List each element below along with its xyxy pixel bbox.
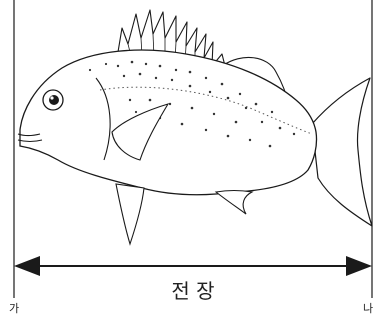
length-arrow-right-head (346, 256, 372, 276)
gill-cover (95, 77, 111, 161)
mouth (17, 133, 43, 143)
pelvic-fin (115, 183, 145, 246)
tail-fin (311, 77, 373, 227)
right-end-label: 나 (363, 302, 373, 315)
eye-highlight (50, 96, 54, 100)
body-spots (88, 60, 296, 148)
length-label: 전 장 (171, 279, 214, 303)
eye-pupil (49, 95, 59, 105)
fish-body (19, 49, 318, 196)
lateral-line (99, 86, 313, 135)
length-arrow-left-head (14, 256, 40, 276)
left-end-label: 가 (9, 302, 19, 315)
pectoral-fin (111, 103, 170, 161)
anal-fin (214, 189, 254, 215)
